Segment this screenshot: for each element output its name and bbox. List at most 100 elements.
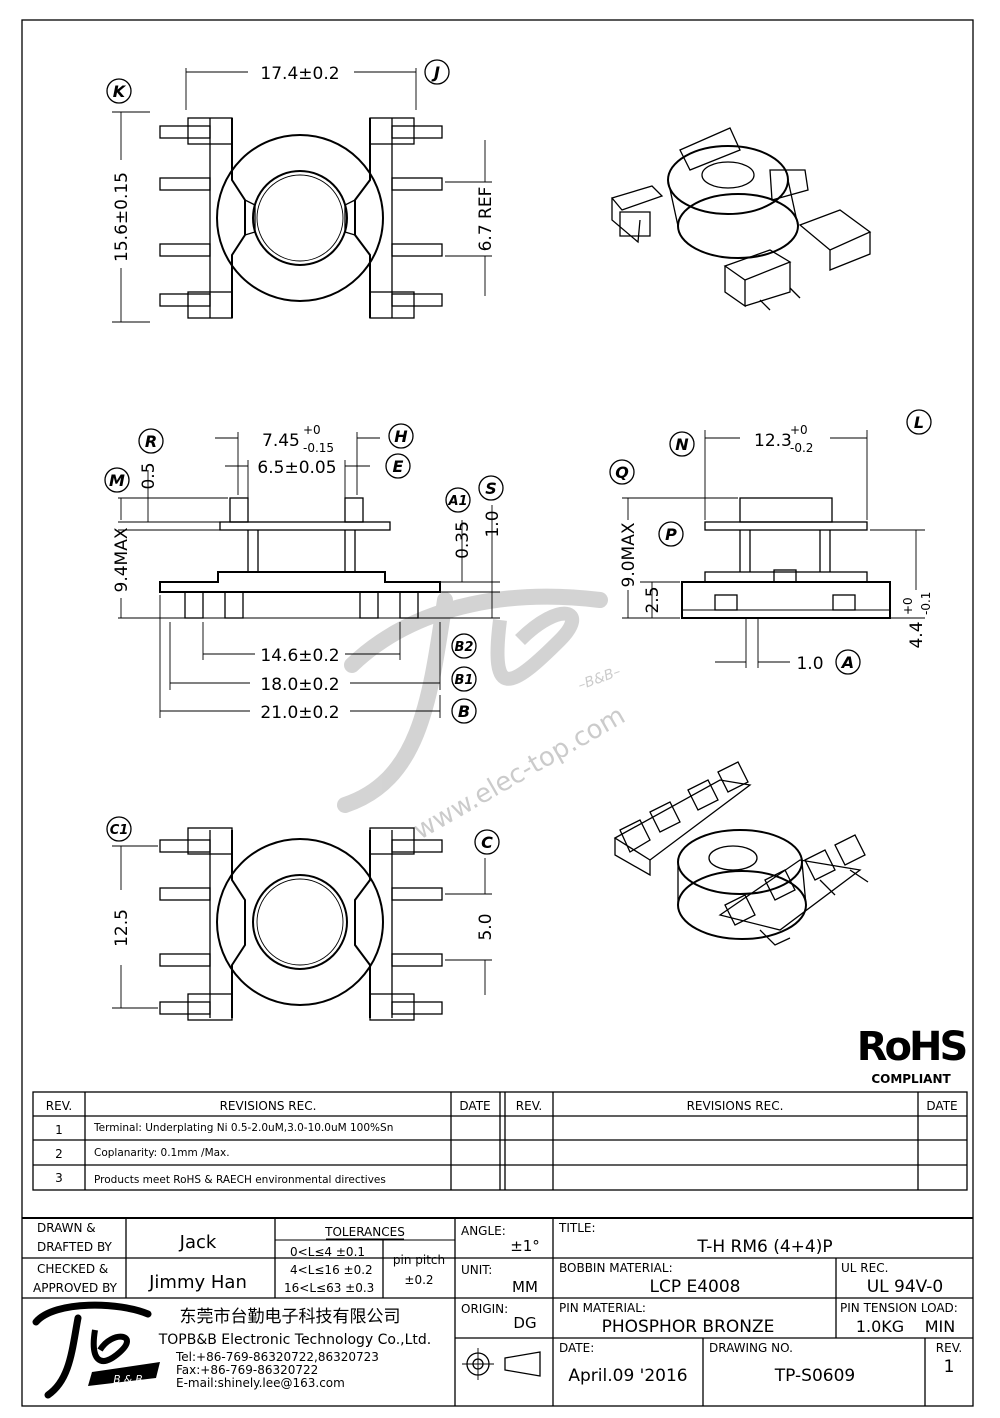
tol-row-3: 16<L≤63 ±0.3	[284, 1281, 374, 1295]
tension-unit: MIN	[925, 1317, 956, 1336]
watermark-url: www.elec-top.com	[409, 701, 631, 846]
checked-label-2: APPROVED BY	[33, 1281, 118, 1295]
dim-123-main: 12.3	[754, 431, 792, 451]
bobbin-value: LCP E4008	[649, 1277, 740, 1297]
date-value: April.09 '2016	[568, 1366, 687, 1386]
label-n: N	[675, 435, 689, 454]
label-h: H	[394, 427, 408, 446]
rev-row-1-num: 1	[55, 1123, 63, 1137]
rev-header-rev-2: REV.	[516, 1099, 542, 1113]
label-c1: C1	[110, 823, 129, 838]
rev-header-rec-2: REVISIONS REC.	[687, 1099, 784, 1113]
tension-value: 1.0KG	[856, 1317, 904, 1336]
rev-header-date-2: DATE	[926, 1099, 957, 1113]
checked-label-1: CHECKED &	[37, 1262, 108, 1276]
title-label: TITLE:	[558, 1221, 596, 1235]
rohs-mark: RoHS COMPLIANT	[857, 1024, 969, 1086]
tol-row-1: 0<L≤4 ±0.1	[290, 1245, 365, 1259]
company-name-en: TOPB&B Electronic Technology Co.,Ltd.	[158, 1332, 432, 1348]
pin-pitch-label: pin pitch	[393, 1253, 445, 1267]
rev-row-2-num: 2	[55, 1147, 63, 1161]
rev-row-3-text: Products meet RoHS & RAECH environmental…	[94, 1174, 386, 1186]
revisions-table: REV. REVISIONS REC. DATE REV. REVISIONS …	[32, 1091, 968, 1191]
drawn-label-1: DRAWN &	[37, 1221, 96, 1235]
front-view: 7.45 +0 -0.15 6.5±0.05 0.5 9.4MAX 0.35 1…	[104, 423, 504, 724]
dim-05: 0.5	[139, 462, 159, 489]
dim-125: 12.5	[112, 909, 132, 947]
dim-90: 9.0MAX	[619, 522, 639, 587]
angle-label: ANGLE:	[461, 1224, 506, 1238]
label-m: M	[109, 471, 125, 490]
tol-row-2: 4<L≤16 ±0.2	[290, 1263, 373, 1277]
projection-symbol	[462, 1348, 541, 1380]
sheet-frame	[21, 19, 974, 1407]
label-k: K	[113, 82, 127, 101]
dim-25: 2.5	[643, 586, 663, 613]
tolerances-title: TOLERANCES	[324, 1225, 405, 1239]
dim-210: 21.0±0.2	[260, 703, 339, 723]
title-block: DRAWN & DRAFTED BY Jack CHECKED & APPROV…	[22, 1217, 973, 1406]
pin-pitch-value: ±0.2	[404, 1273, 433, 1287]
angle-value: ±1°	[510, 1237, 540, 1255]
bottom-view: 12.5 5.0 C1 C	[106, 816, 500, 1021]
unit-value: MM	[512, 1278, 538, 1296]
label-b2: B2	[455, 640, 474, 655]
dim-035: 0.35	[453, 521, 473, 559]
rev-label: REV.	[936, 1341, 962, 1355]
label-e: E	[393, 457, 404, 476]
rev-row-1-text: Terminal: Underplating Ni 0.5-2.0uM,3.0-…	[93, 1122, 393, 1134]
rev-header-date: DATE	[459, 1099, 490, 1113]
side-view: 12.3 +0 -0.2 9.0MAX 2.5 4.4 +0 -0.1 1.0 …	[609, 409, 933, 675]
date-label: DATE:	[559, 1341, 594, 1355]
dim-top-ref: 6.7 REF	[476, 187, 496, 252]
drawn-value: Jack	[179, 1232, 217, 1253]
bobbin-label: BOBBIN MATERIAL:	[559, 1261, 673, 1275]
label-r: R	[145, 432, 157, 451]
dim-94: 9.4MAX	[112, 527, 132, 592]
rohs-caption: COMPLIANT	[871, 1072, 951, 1086]
dim-top-height: 15.6±0.15	[112, 172, 132, 262]
rev-header-rev: REV.	[46, 1099, 72, 1113]
dim-44-sub: -0.1	[919, 592, 933, 615]
pin-material-value: PHOSPHOR BRONZE	[602, 1317, 775, 1337]
isometric-view-top	[610, 127, 872, 311]
ul-label: UL REC.	[841, 1261, 888, 1275]
label-b1: B1	[455, 673, 474, 688]
dim-50: 5.0	[476, 913, 496, 940]
dim-44-main: 4.4	[907, 621, 927, 648]
rev-header-rec: REVISIONS REC.	[220, 1099, 317, 1113]
label-p: P	[665, 525, 677, 544]
pin-material-label: PIN MATERIAL:	[559, 1301, 646, 1315]
isometric-view-bottom	[613, 761, 869, 946]
dim-123-sup: +0	[790, 423, 808, 437]
dim-180: 18.0±0.2	[260, 675, 339, 695]
label-c: C	[481, 833, 493, 852]
rev-row-2-text: Coplanarity: 0.1mm /Max.	[94, 1147, 230, 1159]
drawing-value: TP-S0609	[774, 1366, 855, 1386]
rev-value: 1	[944, 1357, 955, 1377]
origin-value: DG	[513, 1314, 536, 1332]
checked-value: Jimmy Han	[148, 1272, 247, 1293]
dim-146: 14.6±0.2	[260, 646, 339, 666]
rohs-text: RoHS	[857, 1024, 966, 1070]
dim-65: 6.5±0.05	[257, 458, 336, 478]
company-fax: Fax:+86-769-86320722	[176, 1363, 318, 1377]
label-s: S	[485, 479, 497, 498]
dim-745-sub: -0.15	[303, 441, 334, 455]
label-a1: A1	[447, 494, 467, 509]
top-view: 17.4±0.2 15.6±0.15 6.7 REF K J	[106, 59, 496, 323]
label-j: J	[431, 63, 440, 82]
dim-pin-10: 1.0	[796, 654, 823, 674]
drawing-label: DRAWING NO.	[709, 1341, 793, 1355]
dim-44-sup: +0	[901, 597, 915, 615]
origin-label: ORIGIN:	[461, 1302, 508, 1316]
ul-value: UL 94V-0	[867, 1277, 944, 1297]
label-l: L	[914, 413, 924, 432]
unit-label: UNIT:	[461, 1263, 492, 1277]
watermark: –B&B– www.elec-top.com	[337, 588, 631, 846]
drawn-label-2: DRAFTED BY	[37, 1240, 113, 1254]
dim-top-width: 17.4±0.2	[260, 64, 339, 84]
label-q: Q	[615, 463, 629, 482]
title-value: T-H RM6 (4+4)P	[696, 1237, 832, 1257]
